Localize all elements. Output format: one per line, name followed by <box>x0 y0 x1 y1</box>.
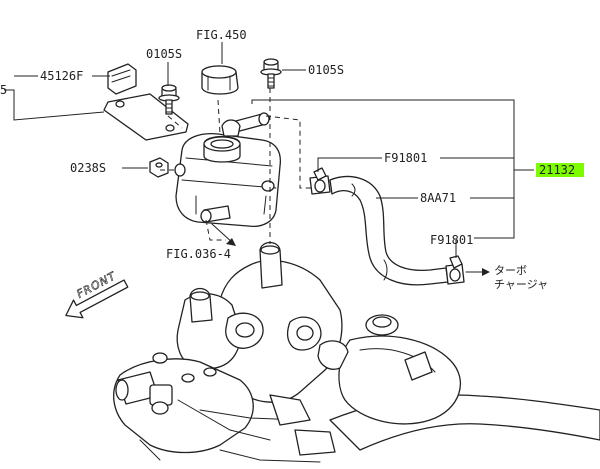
front-direction-arrow: FRONT <box>65 269 129 319</box>
label-bracket-prefix: 5 <box>0 83 7 97</box>
fig036-arrow <box>211 223 236 246</box>
label-21132[interactable]: 21132 <box>539 163 575 177</box>
label-45126f[interactable]: 45126F <box>40 69 83 83</box>
screw-0105s-right-drawing <box>260 58 282 89</box>
label-f91801-bottom[interactable]: F91801 <box>430 233 473 247</box>
clamp-f91801-top-drawing <box>309 167 331 195</box>
reservoir-tank-drawing <box>174 65 282 228</box>
clamp-f91801-bottom-drawing <box>445 255 465 285</box>
intake-manifold-drawing <box>113 241 600 463</box>
label-0238s[interactable]: 0238S <box>70 161 106 175</box>
screw-0105s-left-drawing <box>158 84 180 115</box>
label-turbo-line1: ターボ <box>494 264 527 277</box>
label-0105s-right[interactable]: 0105S <box>308 63 344 77</box>
label-fig036-4[interactable]: FIG.036-4 <box>166 247 231 261</box>
leader-lines <box>4 42 534 258</box>
label-fig450[interactable]: FIG.450 <box>196 28 247 42</box>
bracket-part-drawing <box>103 63 189 141</box>
label-8aa71[interactable]: 8AA71 <box>420 191 456 205</box>
label-0105s-left[interactable]: 0105S <box>146 47 182 61</box>
label-turbo-line2: チャージャ <box>494 278 548 291</box>
nut-0238s-drawing <box>149 157 169 178</box>
turbocharger-arrow <box>465 268 490 276</box>
part-21132-highlight <box>536 163 584 177</box>
label-f91801-top[interactable]: F91801 <box>384 151 427 165</box>
dashed-guide-lines <box>160 88 312 244</box>
